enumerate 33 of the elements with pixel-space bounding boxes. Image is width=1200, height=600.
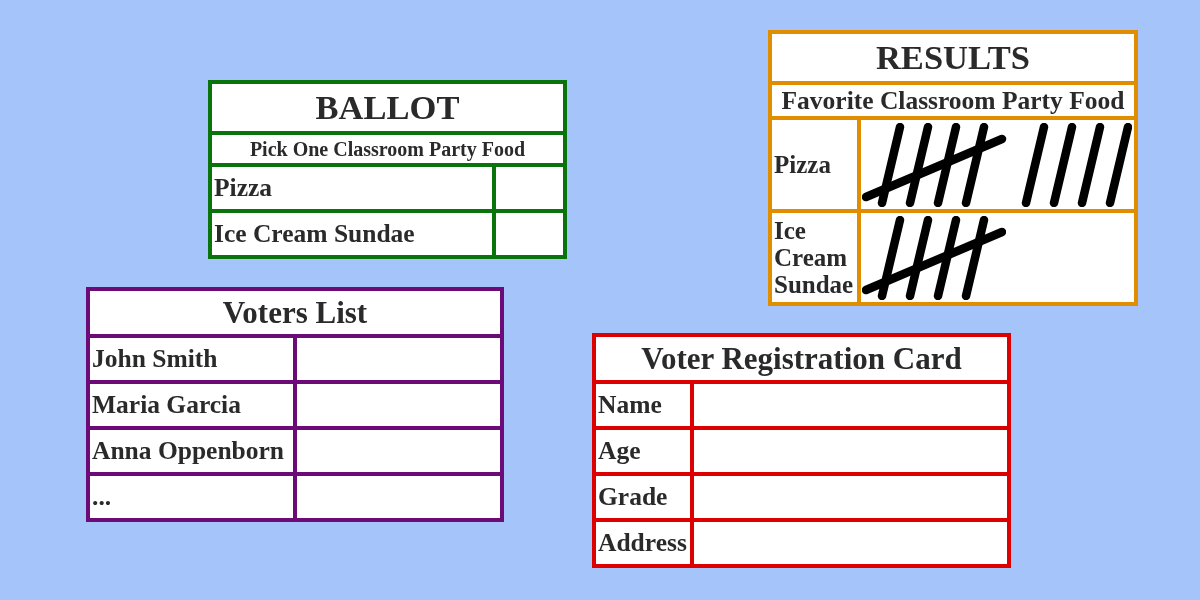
table-title: Voters List <box>88 289 502 336</box>
field-label: Name <box>594 382 692 428</box>
ballot-table <box>208 80 567 259</box>
answer-box <box>494 165 565 211</box>
results-table <box>768 30 1138 306</box>
voter-name: Anna Oppenborn <box>88 428 295 474</box>
food-choice: Ice Cream Sundae <box>210 211 494 257</box>
food-choice: Pizza <box>210 165 494 211</box>
voter-name: ... <box>88 474 295 520</box>
card-title: Voter Registration Card <box>594 335 1009 382</box>
check-off-field <box>295 336 502 382</box>
table-subtitle: Favorite Classroom Party Food <box>770 83 1136 118</box>
check-off-field <box>295 428 502 474</box>
field-label: Grade <box>594 474 692 520</box>
field-label: Age <box>594 428 692 474</box>
input-field <box>692 520 1009 566</box>
field-label: Address <box>594 520 692 566</box>
food-name: Ice Cream Sundae <box>770 211 859 304</box>
check-off-field <box>295 474 502 520</box>
table-subtitle: Pick One Classroom Party Food <box>210 133 565 165</box>
input-field <box>692 474 1009 520</box>
input-field <box>692 382 1009 428</box>
tally-area <box>859 211 1136 304</box>
input-field <box>692 428 1009 474</box>
voter-name: Maria Garcia <box>88 382 295 428</box>
food-name: Pizza <box>770 118 859 211</box>
registration-card <box>592 333 1011 568</box>
check-off-field <box>295 382 502 428</box>
table-title: BALLOT <box>210 82 565 133</box>
table-title: RESULTS <box>770 32 1136 83</box>
voter-list-table <box>86 287 504 522</box>
answer-box <box>494 211 565 257</box>
voter-name: John Smith <box>88 336 295 382</box>
